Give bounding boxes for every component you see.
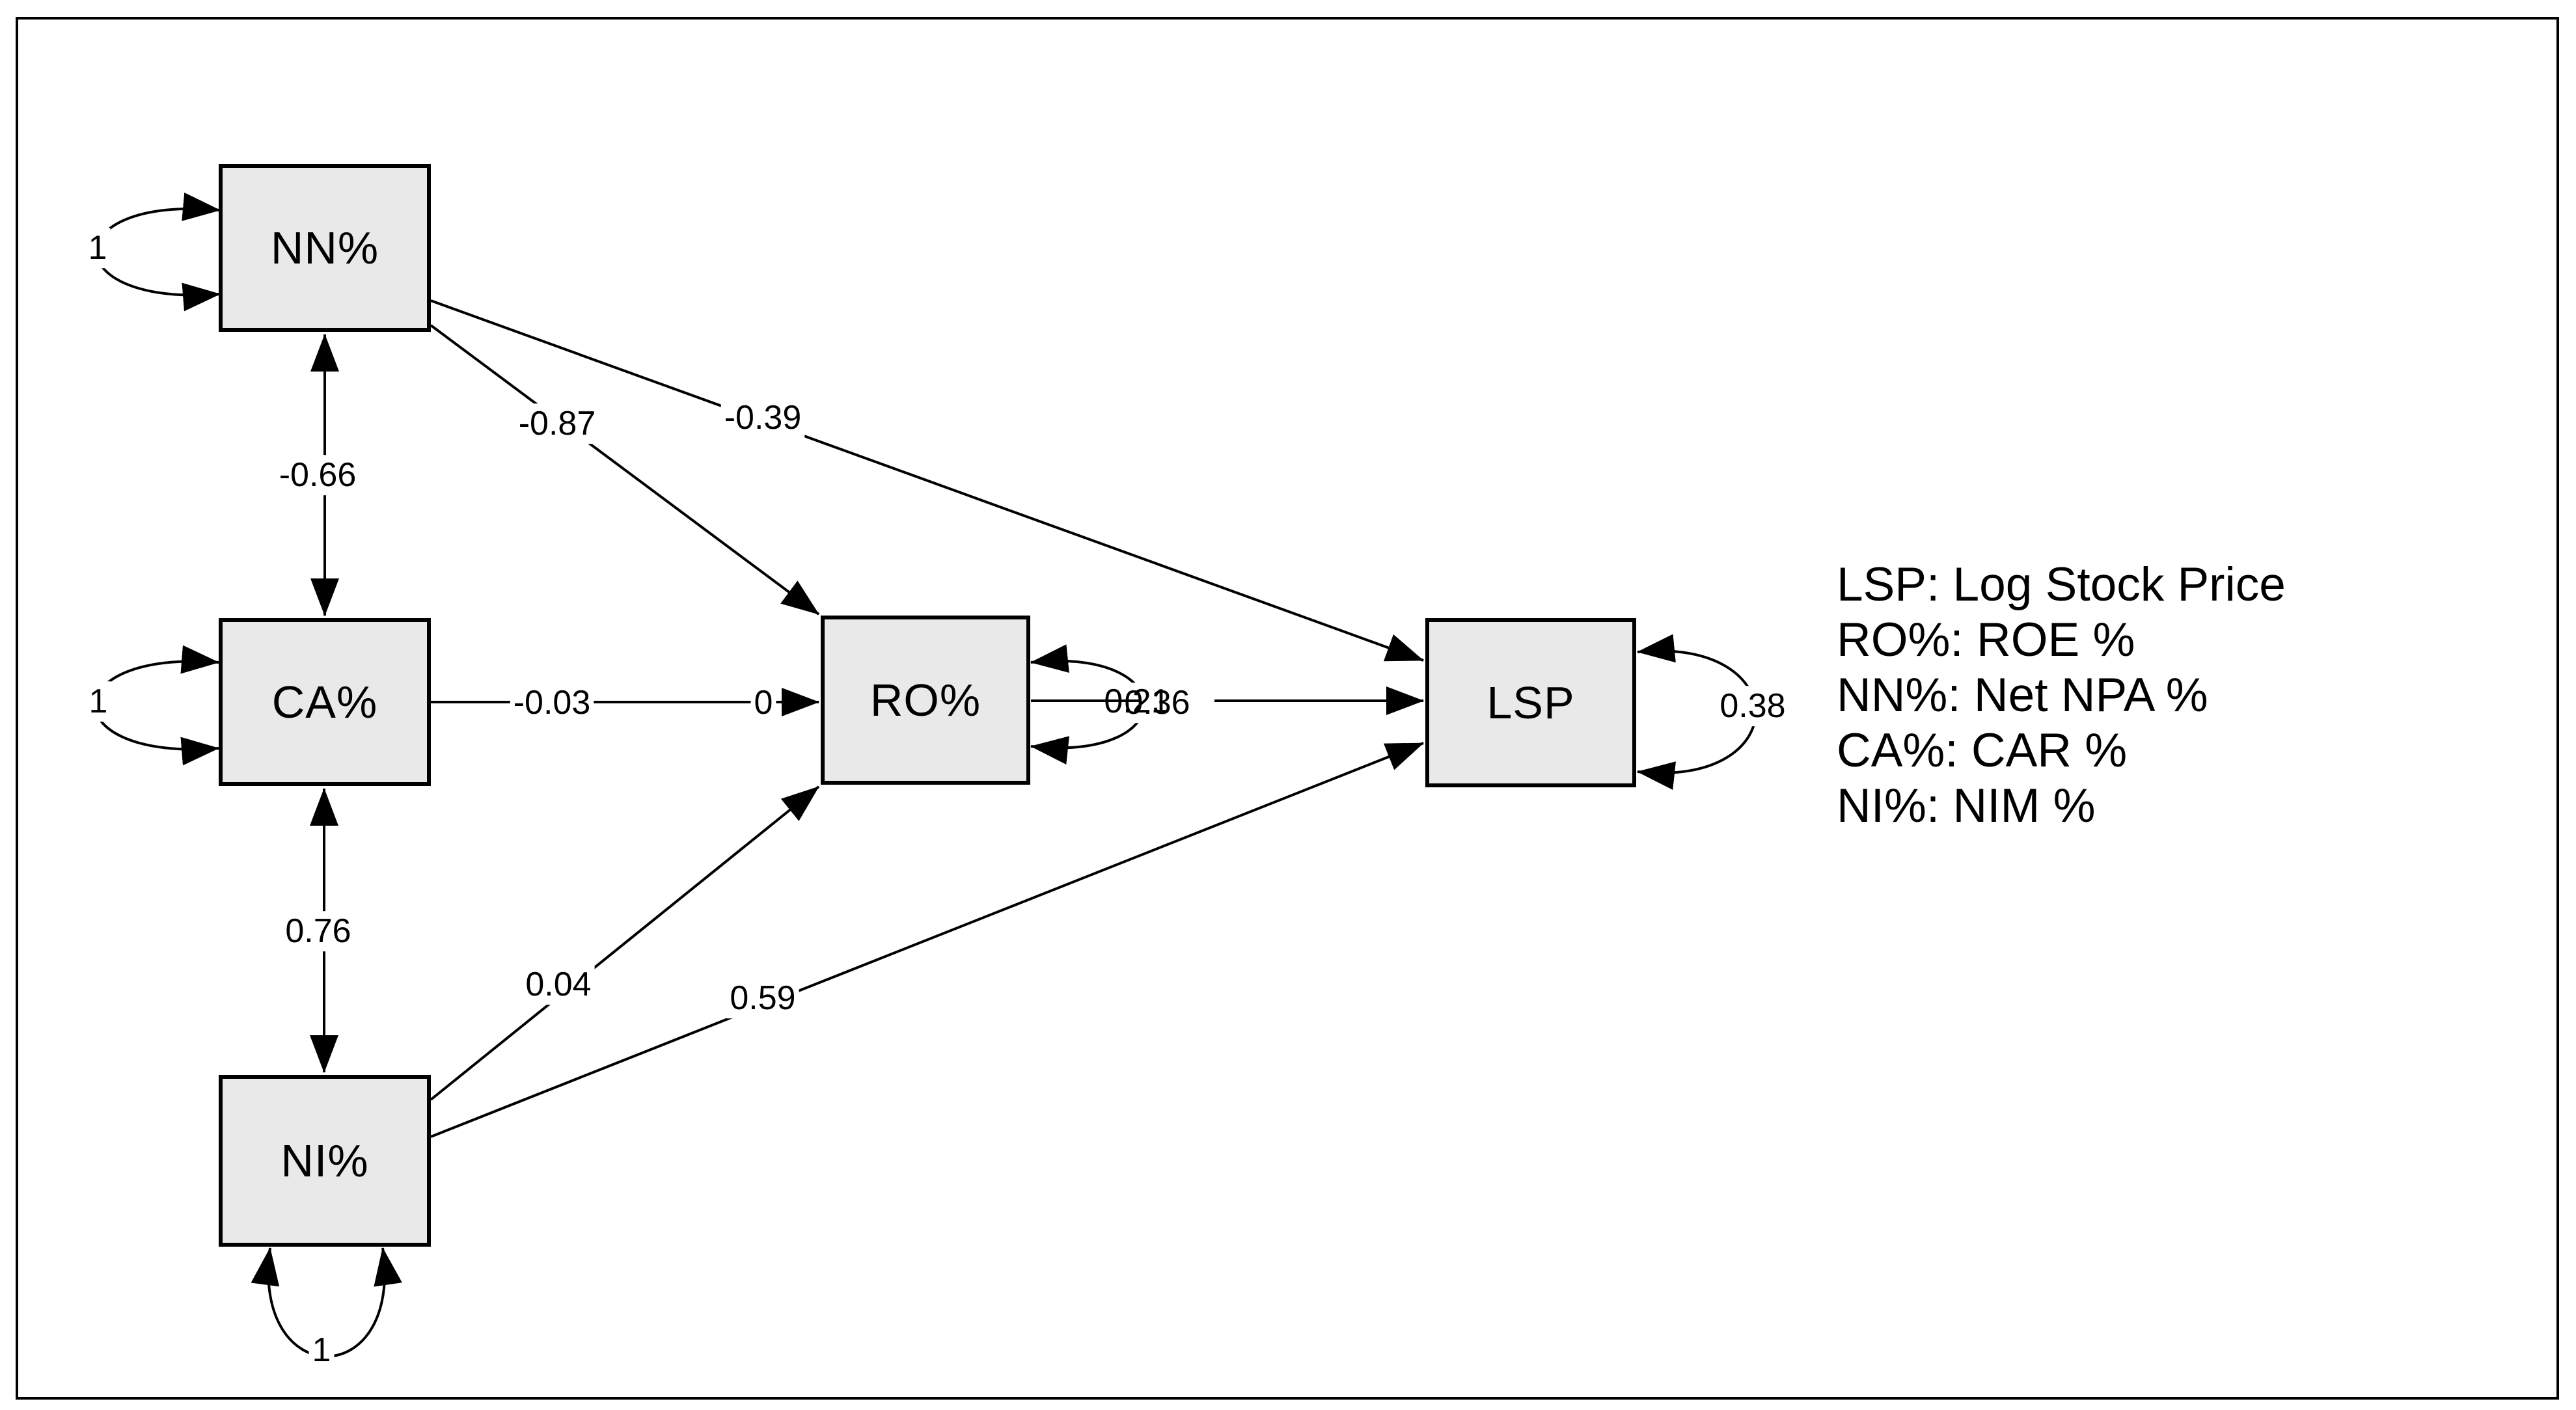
legend: LSP: Log Stock Price RO%: ROE % NN%: Net… (1837, 557, 2286, 834)
node-label-RO: RO% (870, 675, 981, 725)
node-label-NN: NN% (270, 223, 379, 273)
diagram-border (16, 17, 2559, 1400)
legend-line-ro: RO%: ROE % (1837, 614, 2135, 666)
node-LSP: LSP (1425, 618, 1636, 787)
node-NN: NN% (219, 164, 431, 332)
legend-line-ni: NI%: NIM % (1837, 780, 2096, 832)
node-label-NI: NI% (281, 1135, 369, 1186)
legend-line-nn: NN%: Net NPA % (1837, 669, 2208, 722)
node-label-CA: CA% (271, 677, 378, 727)
legend-line-lsp: LSP: Log Stock Price (1837, 558, 2286, 611)
node-RO: RO% (821, 616, 1030, 785)
node-NI: NI% (219, 1075, 431, 1247)
legend-line-ca: CA%: CAR % (1837, 724, 2128, 777)
node-CA: CA% (219, 618, 431, 786)
node-label-LSP: LSP (1487, 677, 1575, 728)
